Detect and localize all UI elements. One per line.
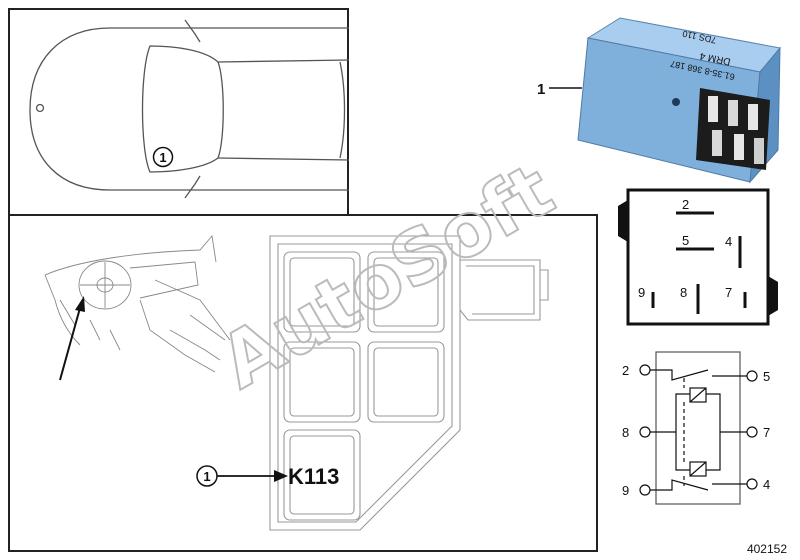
pin-label-8: 8 [680,285,687,300]
schematic-terminal-7: 7 [763,425,770,440]
schematic-labels: 2 8 9 5 7 4 [622,363,770,498]
pin-layout: 2 5 4 9 8 7 [618,188,778,326]
schematic-terminal-5: 5 [763,369,770,384]
schematic-terminal-4: 4 [763,477,770,492]
top-view-callout: 1 [152,146,174,168]
relay-slot-callout: 1 [196,465,288,487]
pin-label-9: 9 [638,285,645,300]
installation-view-panel [8,214,598,552]
top-view-callout-number: 1 [159,150,166,165]
location-arrow [59,296,85,381]
pin-label-2: 2 [682,197,689,212]
relay-photo-callout: 1 [537,81,582,98]
pin-label-5: 5 [682,233,689,248]
dashboard-sketch [44,234,231,373]
schematic-terminal-9: 9 [622,483,629,498]
car-top-view-panel [8,8,349,216]
relay-carrier [269,235,549,531]
pin-label-4: 4 [725,234,732,249]
schematic-terminal-2: 2 [622,363,629,378]
watermark: AutoSoft [206,147,568,405]
circuit-schematic [639,351,758,505]
part-number: 402152 [747,542,787,556]
relay-photo: 7DS 110 DRM 4 61.35-8 368 187 [577,17,781,184]
relay-photo-callout-number: 1 [537,81,545,98]
car-outline [29,19,350,199]
pin-label-7: 7 [725,285,732,300]
install-callout-number: 1 [203,469,210,484]
schematic-terminal-8: 8 [622,425,629,440]
relay-code-label: K113 [288,464,339,489]
